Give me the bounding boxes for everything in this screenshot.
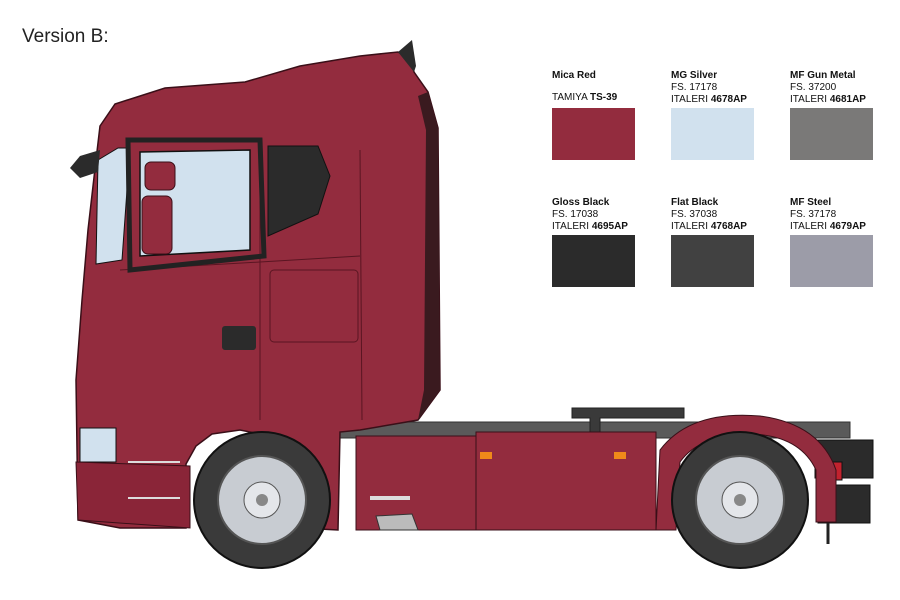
color-chip <box>552 108 635 160</box>
version-title: Version B: <box>22 26 109 47</box>
color-chip <box>552 235 635 287</box>
front-wheel <box>193 431 331 569</box>
paint-code-line: FS. 37038 <box>671 209 761 221</box>
paint-name: MG Silver <box>671 70 718 81</box>
paint-name: MF Steel <box>790 197 832 208</box>
paint-code-prefix: TAMIYA <box>552 92 590 103</box>
fuel-tank <box>355 435 477 531</box>
paint-code-prefix: FS. 17038 <box>552 209 599 220</box>
paint-code-prefix: ITALERI <box>790 94 830 105</box>
paint-name: MF Gun Metal <box>790 70 856 81</box>
paint-swatch: Mica Red TAMIYA TS-39 <box>552 70 642 160</box>
paint-code-line: ITALERI 4681AP <box>790 94 880 106</box>
paint-code-prefix: ITALERI <box>671 221 711 232</box>
paint-code-line: TAMIYA TS-39 <box>552 92 642 104</box>
color-chip <box>790 235 873 287</box>
paint-code-prefix: ITALERI <box>790 221 830 232</box>
headlight <box>79 427 117 463</box>
color-chip <box>790 108 873 160</box>
paint-name: Flat Black <box>671 197 719 208</box>
roof-spoiler-edge <box>398 40 416 72</box>
paint-code-prefix: FS. 17178 <box>671 82 718 93</box>
rear-wheel <box>671 431 809 569</box>
paint-code-line: FS. 17178 <box>671 82 761 94</box>
paint-code-line: ITALERI 4768AP <box>671 221 761 233</box>
cab-rear-edge <box>418 92 440 420</box>
side-mirror <box>144 161 176 191</box>
side-skirt <box>475 431 657 531</box>
paint-name: Mica Red <box>552 70 596 81</box>
paint-code-line: ITALERI 4695AP <box>552 221 642 233</box>
paint-name: Gloss Black <box>552 197 610 208</box>
paint-code-prefix: ITALERI <box>552 221 592 232</box>
paint-code-line: ITALERI 4679AP <box>790 221 880 233</box>
paint-code-line: FS. 37200 <box>790 82 880 94</box>
paint-code-prefix: FS. 37178 <box>790 209 837 220</box>
paint-code-prefix: FS. 37200 <box>790 82 837 93</box>
paint-code: 4695AP <box>591 221 628 232</box>
paint-code: TS-39 <box>589 92 618 103</box>
color-chip <box>671 108 754 160</box>
rear-side-window <box>267 145 331 237</box>
windshield <box>95 147 131 265</box>
paint-code: 4678AP <box>710 94 747 105</box>
paint-code-line: FS. 37178 <box>790 209 880 221</box>
paint-code: 4679AP <box>829 221 866 232</box>
paint-code: 4681AP <box>829 94 866 105</box>
paint-code: 4768AP <box>710 221 747 232</box>
paint-code-prefix: FS. 37038 <box>671 209 718 220</box>
paint-code-line: ITALERI 4678AP <box>671 94 761 106</box>
paint-code-line: FS. 17038 <box>552 209 642 221</box>
color-chip <box>671 235 754 287</box>
paint-code-prefix: ITALERI <box>671 94 711 105</box>
